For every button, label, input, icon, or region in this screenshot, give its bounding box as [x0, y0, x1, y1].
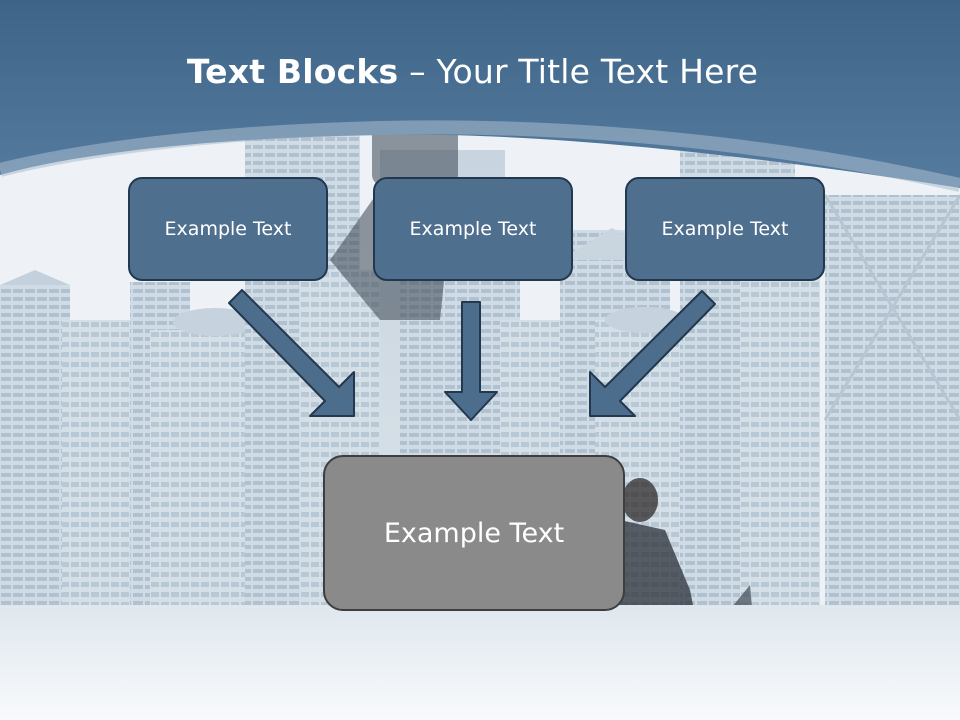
arrow-down-left-icon: [589, 290, 716, 417]
arrow-down-icon: [444, 301, 498, 421]
text-block-bottom[interactable]: Example Text: [323, 455, 625, 611]
arrow-down-right-icon: [228, 289, 355, 417]
slide-title: Text Blocks – Your Title Text Here: [0, 52, 945, 91]
slide-title-rest: – Your Title Text Here: [398, 52, 759, 91]
slide-title-bold: Text Blocks: [186, 52, 399, 91]
text-block-left[interactable]: Example Text: [128, 177, 328, 281]
text-block-right[interactable]: Example Text: [625, 177, 825, 281]
text-block-center[interactable]: Example Text: [373, 177, 573, 281]
